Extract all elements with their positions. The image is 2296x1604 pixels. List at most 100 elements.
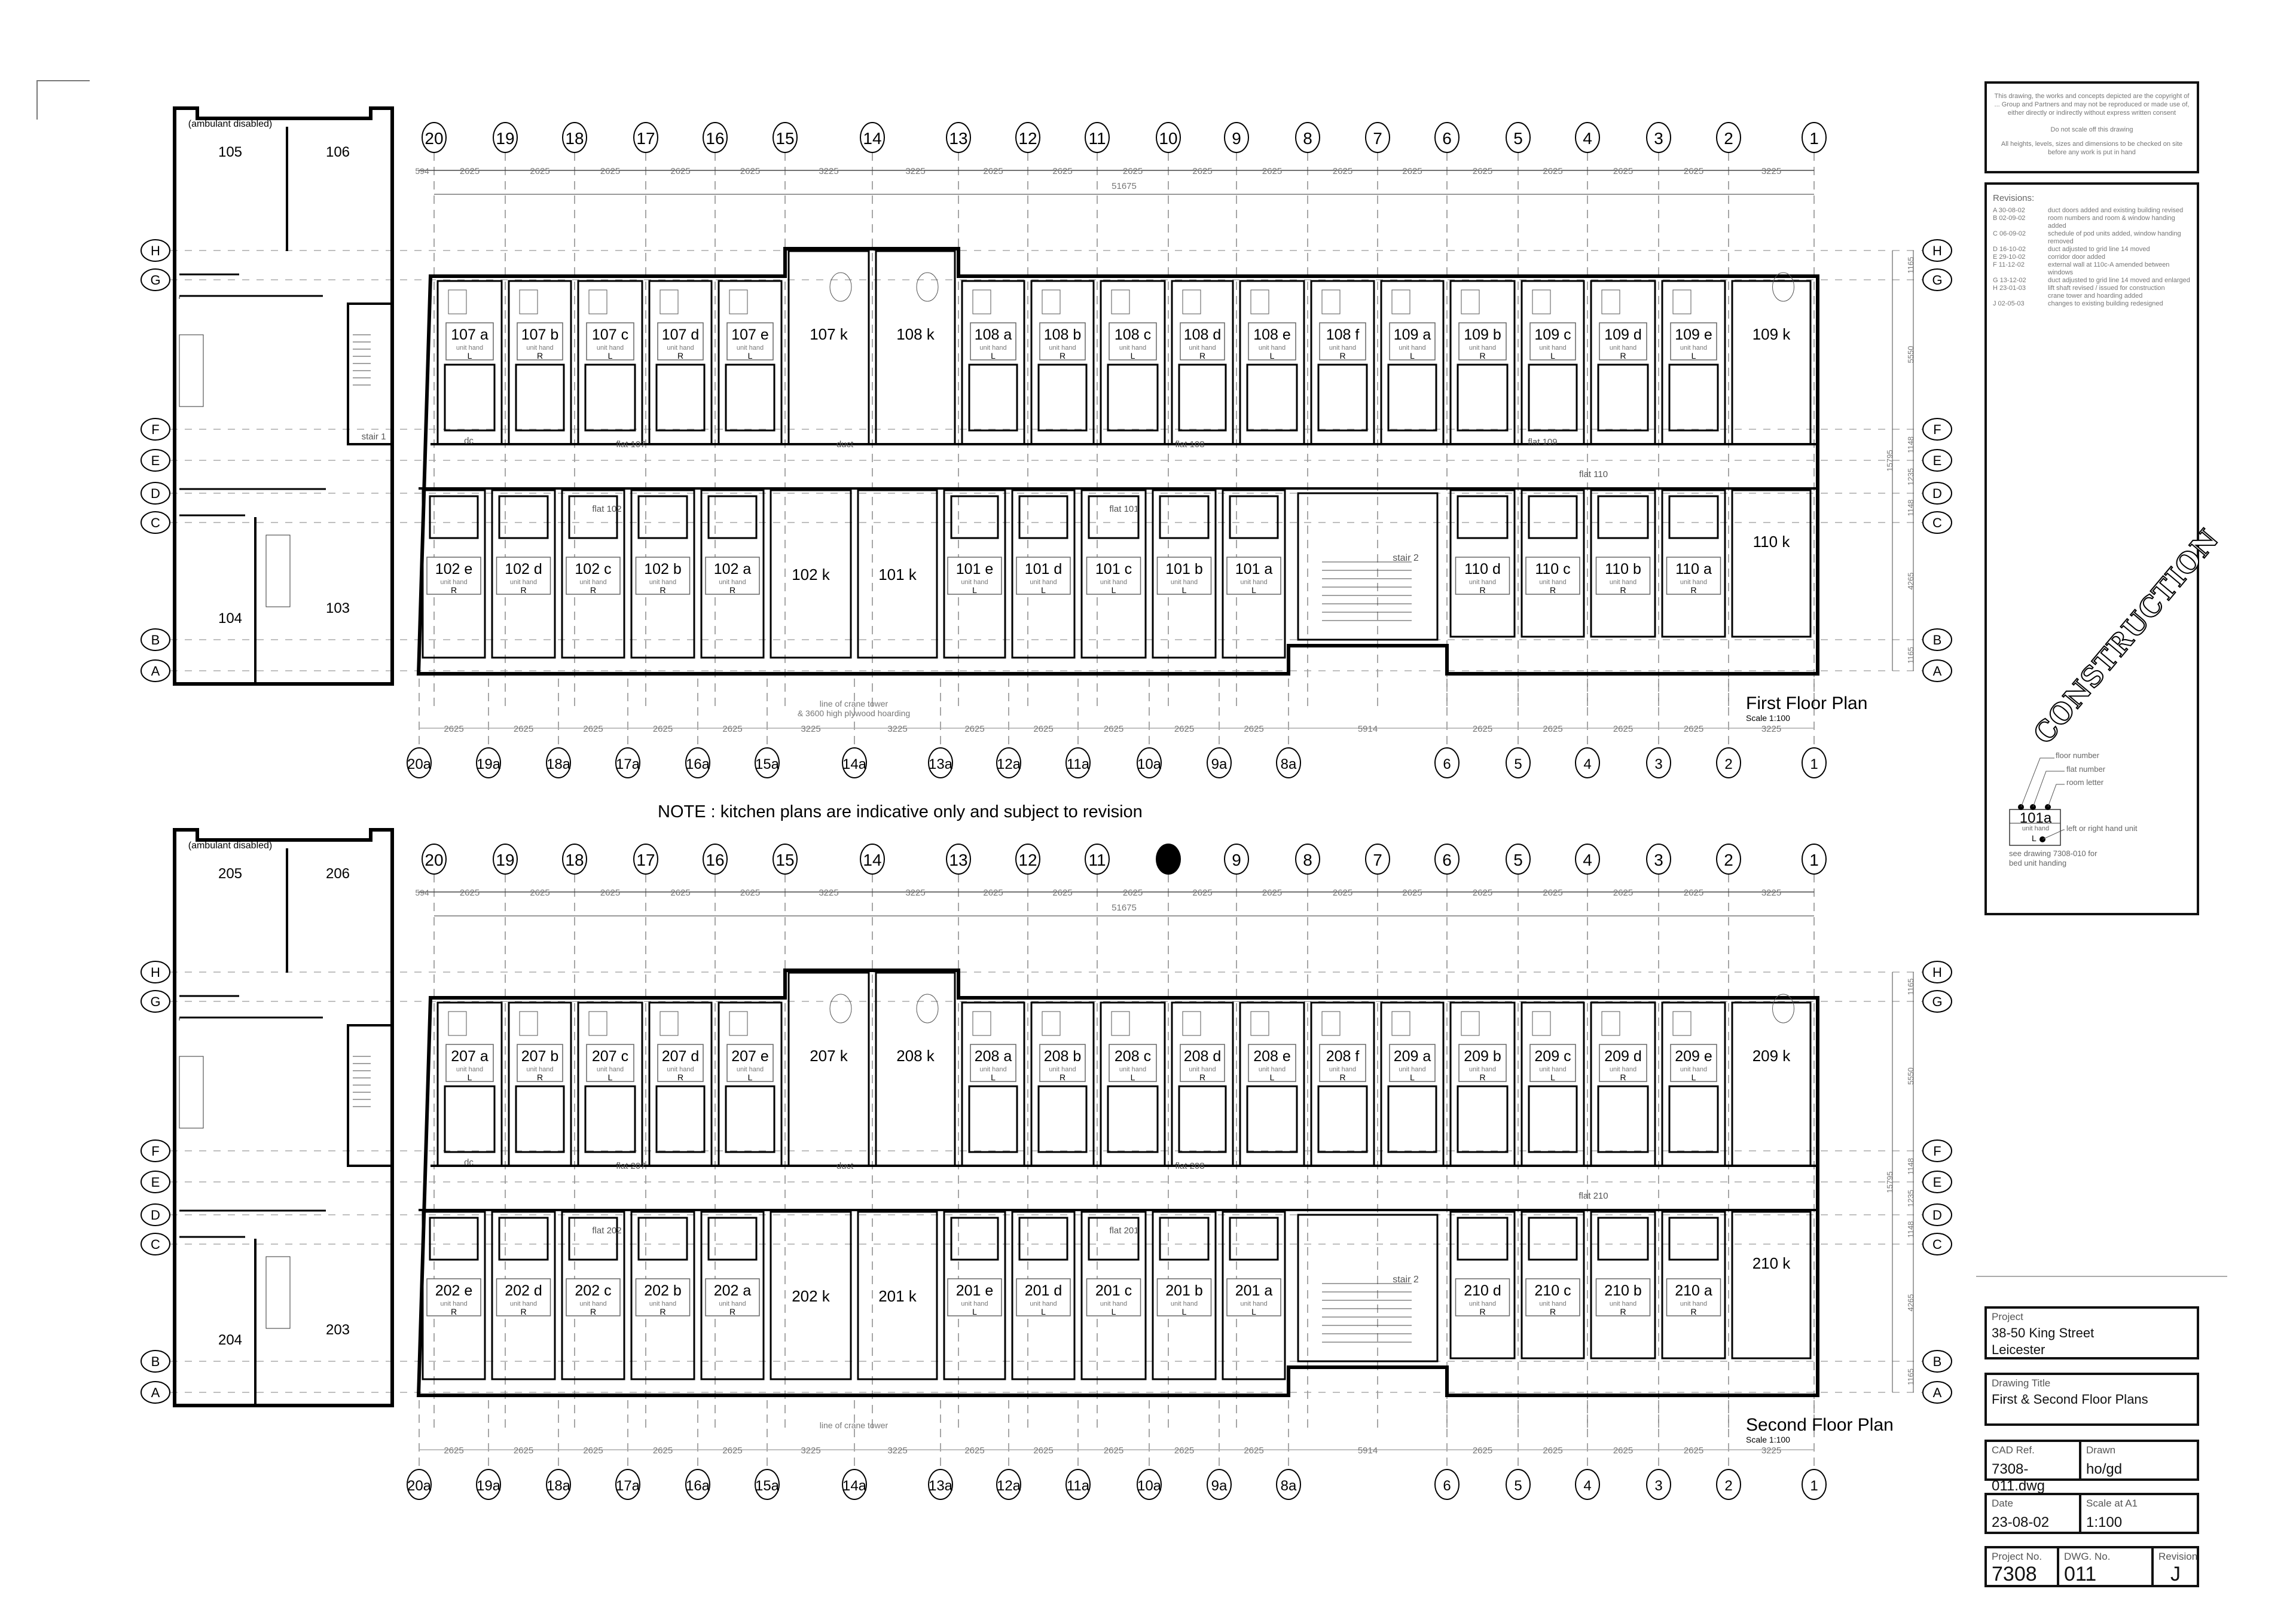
revision-text: duct adjusted to grid line 14 moved and … — [2048, 277, 2190, 284]
room-number: 209 a — [1394, 1048, 1431, 1065]
grid-label: 14 — [863, 129, 881, 148]
dimension-text: 2625 — [740, 166, 760, 176]
room-label-box — [1319, 1044, 1366, 1082]
date-label: Date — [1992, 1498, 2013, 1509]
stair-label: stair 2 — [1393, 1275, 1419, 1285]
bed-furniture — [729, 1011, 748, 1036]
grid-row-label: B — [151, 633, 160, 647]
room — [787, 250, 870, 445]
existing-building — [173, 828, 394, 1407]
grid-label: 4 — [1583, 1478, 1591, 1494]
room — [1239, 280, 1305, 445]
grid-bubble — [407, 747, 432, 778]
dimension-text: 2625 — [1123, 888, 1143, 898]
grid-bubble-row — [1922, 1233, 1952, 1255]
unit-hand-label: unit hand — [1610, 1300, 1636, 1307]
room-label-box — [1109, 322, 1157, 360]
room — [1171, 1001, 1234, 1167]
bed-furniture — [660, 289, 679, 314]
unit-hand-value: L — [1692, 1073, 1696, 1082]
room — [1152, 1211, 1217, 1380]
room-label-box — [1226, 557, 1281, 595]
grid-label: 14 — [863, 851, 881, 869]
room-number: 208 a — [975, 1048, 1012, 1065]
grid-bubble-row — [141, 268, 170, 291]
unit-hand-label: unit hand — [961, 579, 988, 586]
room-label-box — [566, 557, 621, 595]
unit-hand-label: unit hand — [1119, 1066, 1146, 1073]
bathroom-pod — [968, 1085, 1018, 1153]
date-box: Date 23-08-02 — [1984, 1493, 2081, 1534]
revision-entry: crane tower and hoarding added — [1993, 292, 2191, 300]
grid-bubble — [1646, 122, 1671, 153]
room-label-box — [426, 557, 481, 595]
grid-bubble — [407, 1469, 432, 1500]
row-dimension-text: 1148 — [1906, 1158, 1915, 1175]
dimension-text: 2625 — [1684, 1446, 1703, 1456]
grid-row-label: G — [150, 994, 160, 1009]
grid-bubble — [1207, 747, 1232, 778]
dimension-text: 2625 — [670, 166, 690, 176]
grid-row-label: H — [1932, 243, 1942, 258]
dimension-text: 2625 — [514, 724, 533, 734]
dimension-text: 2625 — [1052, 166, 1072, 176]
unit-hand-label: unit hand — [510, 579, 537, 586]
room — [787, 971, 870, 1167]
legend-sample-number: 101a — [2019, 810, 2052, 826]
dimension-text: 2625 — [1613, 888, 1633, 898]
bathroom-pod — [655, 363, 706, 432]
room-label-box — [1458, 1044, 1507, 1082]
room-label-box — [1109, 1044, 1157, 1082]
room-number: 210 b — [1604, 1282, 1642, 1299]
plan-title: First Floor Plan — [1746, 693, 1867, 713]
grid-bubble-row — [141, 990, 170, 1013]
grid-label: 7 — [1373, 129, 1382, 148]
room-number: 209 k — [1752, 1047, 1791, 1065]
drawing-title-label: Drawing Title — [1992, 1377, 2051, 1389]
bathroom-pod — [1387, 1085, 1437, 1153]
room-number: 110 b — [1605, 561, 1641, 578]
unit-hand-value: R — [1620, 1073, 1626, 1082]
cad-ref-box: CAD Ref. 7308-011.dwg — [1984, 1440, 2081, 1494]
room-number: 109 c — [1534, 326, 1571, 343]
unit-hand-label: unit hand — [1171, 579, 1198, 586]
grid-row-label: E — [1933, 1175, 1942, 1190]
grid-bubble — [422, 844, 447, 875]
room-label-box — [970, 1044, 1016, 1082]
grid-label: 9a — [1211, 1478, 1228, 1494]
room — [1449, 1001, 1516, 1167]
dimension-text: 2625 — [1104, 724, 1123, 734]
grid-bubble — [1365, 122, 1390, 153]
unit-hand-label: unit hand — [597, 1066, 624, 1073]
grid-row-label: G — [1932, 994, 1942, 1009]
dimension-text: 2625 — [1613, 1446, 1633, 1456]
room — [943, 1211, 1006, 1380]
bathroom-pod — [1159, 495, 1210, 539]
dimension-text: 2625 — [1543, 888, 1562, 898]
dimension-text: 2625 — [1613, 724, 1633, 734]
drawn-label: Drawn — [2086, 1444, 2116, 1456]
grid-label: 6 — [1443, 1478, 1451, 1494]
grid-bubble — [1434, 747, 1460, 778]
grid-label: 14a — [842, 1478, 867, 1494]
grid-bubble-row — [1922, 482, 1952, 505]
bathroom-pod — [498, 1217, 549, 1261]
grid-bubble — [1575, 122, 1600, 153]
unit-hand-label: unit hand — [649, 579, 676, 586]
grid-label: 3 — [1654, 851, 1663, 869]
dimension-text: 3225 — [1761, 1446, 1781, 1456]
grid-label: 8 — [1303, 851, 1312, 869]
unit-hand-label: unit hand — [440, 1300, 467, 1307]
unit-hand-value: L — [1182, 1307, 1187, 1316]
unit-hand-value: L — [1550, 351, 1555, 360]
dimension-text: 2625 — [653, 724, 673, 734]
bathroom-pod — [968, 363, 1018, 432]
grid-bubble — [1156, 844, 1181, 875]
grid-bubble — [1716, 1469, 1741, 1500]
room-label-box — [1180, 1044, 1225, 1082]
room-number: 204 — [218, 1332, 242, 1348]
room — [1521, 489, 1585, 638]
row-dimension-text: 1165 — [1906, 647, 1915, 664]
kitchen-units — [265, 534, 291, 607]
